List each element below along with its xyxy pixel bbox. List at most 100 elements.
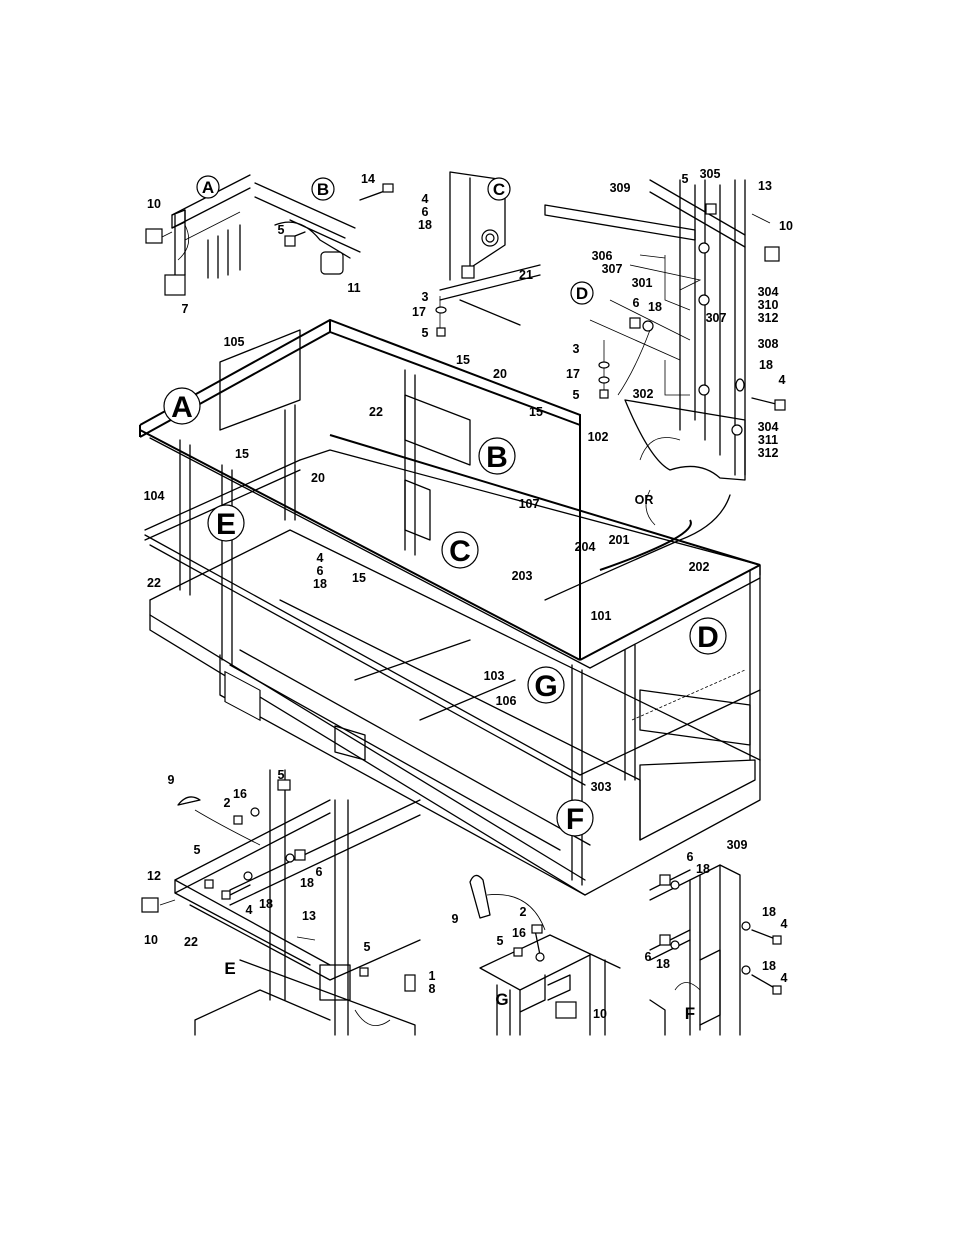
label-d-308: 308 [758,337,779,351]
label-main-104: 104 [144,489,165,503]
callout-a: A [171,391,193,424]
label-d-309: 309 [610,181,631,195]
label-f-18a: 18 [696,862,710,876]
callout-f: F [566,803,584,836]
label-main-204: 204 [575,540,596,554]
detail-letter-e: E [224,959,235,978]
label-e-2: 2 [224,796,231,810]
label-f-4a: 4 [781,917,788,931]
label-e-13: 13 [302,909,316,923]
detail-letter-g: G [495,990,508,1009]
label-g-10: 10 [593,1007,607,1021]
label-main-15d: 15 [352,571,366,585]
label-c-5: 5 [422,326,429,340]
detail-view-f: F 6 18 18 4 6 18 18 4 [645,850,788,1035]
label-f-18d: 18 [762,959,776,973]
label-d-311: 311 [758,433,778,447]
label-main-18: 18 [313,577,327,591]
label-d-4: 4 [779,373,786,387]
detail-view-d: D 309 5 305 13 10 306 307 301 304 310 31… [545,167,793,480]
label-d-304b: 304 [758,420,779,434]
label-main-15c: 15 [235,447,249,461]
callout-d: D [697,621,719,654]
detail-letter-a: A [202,178,214,197]
label-e-16: 16 [233,787,247,801]
label-main-15b: 15 [529,405,543,419]
detail-view-b: B 14 5 11 [255,172,393,295]
label-main-303: 303 [591,780,612,794]
label-c-4: 4 [422,192,429,206]
label-e-5c: 5 [364,940,371,954]
label-d-304: 304 [758,285,779,299]
label-f-4b: 4 [781,971,788,985]
label-d-17: 17 [566,367,580,381]
detail-letter-f: F [685,1004,695,1023]
label-main-22a: 22 [369,405,383,419]
label-c-17: 17 [412,305,426,319]
label-main-202: 202 [689,560,710,574]
label-d-307b: 307 [706,311,727,325]
label-d-307: 307 [602,262,623,276]
label-e-8: 8 [429,982,436,996]
label-main-105: 105 [224,335,245,349]
label-g-5: 5 [497,934,504,948]
label-e-4: 4 [246,903,253,917]
label-main-15a: 15 [456,353,470,367]
label-f-6a: 6 [687,850,694,864]
label-e-5b: 5 [194,843,201,857]
label-d-312: 312 [758,311,779,325]
label-e-22: 22 [184,935,198,949]
label-g-2: 2 [520,905,527,919]
detail-view-g: G 9 2 16 5 10 [452,875,620,1035]
label-main-101: 101 [591,609,612,623]
label-d-5b: 5 [573,388,580,402]
label-main-4: 4 [317,551,324,565]
label-f-18c: 18 [656,957,670,971]
detail-view-c: C 4 6 18 21 3 17 5 [412,172,540,340]
label-a-7: 7 [182,302,189,316]
label-main-20a: 20 [493,367,507,381]
label-main-103: 103 [484,669,505,683]
label-e-18b: 18 [259,897,273,911]
label-g-9: 9 [452,912,459,926]
label-f-6b: 6 [645,950,652,964]
detail-view-e: E 9 16 5 2 5 18 6 12 4 18 10 22 13 5 1 8 [142,768,436,1035]
label-main-201: 201 [609,533,630,547]
label-g-16: 16 [512,926,526,940]
label-d-6: 6 [633,296,640,310]
detail-letter-b: B [317,180,329,199]
label-main-106: 106 [496,694,517,708]
label-main-102: 102 [588,430,609,444]
label-e-10: 10 [144,933,158,947]
label-d-306: 306 [592,249,613,263]
label-main-22b: 22 [147,576,161,590]
label-main-6: 6 [317,564,324,578]
callout-e: E [216,508,236,541]
label-c-18: 18 [418,218,432,232]
detail-letter-c: C [493,180,505,199]
label-e-18a: 18 [300,876,314,890]
label-d-18: 18 [648,300,662,314]
label-c-6: 6 [422,205,429,219]
label-main-203: 203 [512,569,533,583]
label-main-20b: 20 [311,471,325,485]
callout-c: C [449,535,471,568]
label-d-310: 310 [758,298,779,312]
label-d-18b: 18 [759,358,773,372]
callout-b: B [486,441,508,474]
label-d-302: 302 [633,387,654,401]
label-main-309: 309 [727,838,748,852]
label-e-9: 9 [168,773,175,787]
label-b-11: 11 [347,281,360,295]
label-b-5: 5 [278,223,285,237]
label-a-10: 10 [147,197,161,211]
label-d-5: 5 [682,172,689,186]
label-e-12: 12 [147,869,161,883]
main-assembly: A B C D E F G 105 15 20 22 15 102 15 20 … [140,320,760,895]
detail-letter-d: D [576,284,588,303]
label-e-1: 1 [429,969,436,983]
or-label: OR [635,493,654,507]
label-b-14: 14 [361,172,375,186]
label-c-3: 3 [422,290,429,304]
